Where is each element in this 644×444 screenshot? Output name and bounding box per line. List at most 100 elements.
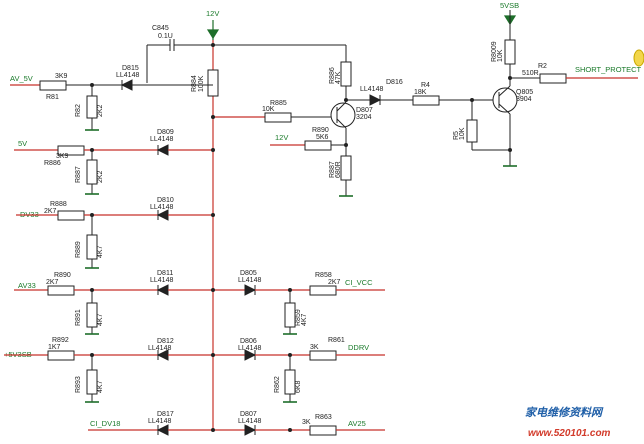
r861-val: 3K <box>310 344 319 351</box>
r887b-val: 680R <box>335 161 342 178</box>
d806-ref: D806 <box>240 338 257 345</box>
r858-resistor <box>309 285 337 296</box>
r888-val: 2K7 <box>44 208 57 215</box>
junction-emitter <box>344 143 348 147</box>
ddrv-label: DDRV <box>348 343 369 352</box>
q805-emitter <box>498 103 511 115</box>
r889-resistor <box>86 234 98 260</box>
ci-vcc-label: CI_VCC <box>345 278 373 287</box>
d809-diode <box>156 144 169 156</box>
d812-ref: D812 <box>157 338 174 345</box>
r888-ref: R888 <box>50 201 67 208</box>
r886b-val: 3K9 <box>56 153 69 160</box>
av33-label: AV33 <box>18 281 36 290</box>
d816-diode <box>369 94 382 106</box>
d807b-val: LL4148 <box>238 418 261 425</box>
r890-resistor <box>304 140 332 151</box>
r886b-ref: R886 <box>44 160 61 167</box>
d807-val: 3204 <box>356 114 372 121</box>
av5v-label: AV_5V <box>10 74 33 83</box>
d807-transistor <box>330 102 356 128</box>
r886-resistor <box>340 61 352 87</box>
r886-ref: R886 <box>329 67 336 84</box>
r884-ref: R884 <box>191 75 198 92</box>
d811-val: LL4148 <box>150 277 173 284</box>
d810-val: LL4148 <box>150 204 173 211</box>
watermark-cn: 家电维修资料网 <box>525 406 604 419</box>
r861-ref: R861 <box>328 337 345 344</box>
q805-collector <box>498 85 511 97</box>
r8009-ref: R8009 <box>491 41 498 62</box>
d817-ref: D817 <box>157 411 174 418</box>
r858-ref: R858 <box>315 272 332 279</box>
d805-ref: D805 <box>240 270 257 277</box>
c845-ref: C845 <box>152 25 169 32</box>
junction-q805-emitter <box>508 148 512 152</box>
d806-diode <box>244 349 257 361</box>
r889-val: 4K7 <box>97 245 104 258</box>
d811-ref: D811 <box>157 270 173 277</box>
junction-r863 <box>288 428 292 432</box>
r884-val: 100K <box>198 75 205 92</box>
r4-ref: R4 <box>421 82 430 89</box>
junction-d812 <box>211 353 215 357</box>
av25-label: AV25 <box>348 419 366 428</box>
short-protect-label: SHORT_PROTECT <box>575 65 642 74</box>
r884-resistor <box>207 69 219 97</box>
d809-ref: D809 <box>157 129 174 136</box>
r5-val: 10K <box>459 127 466 140</box>
r81-ref: R81 <box>46 94 59 101</box>
junction-r2 <box>508 76 512 80</box>
d815-ref: D815 <box>122 65 139 72</box>
d807b-diode <box>244 424 257 436</box>
r889-ref: R889 <box>75 241 82 258</box>
r891-resistor <box>86 302 98 328</box>
watermark-url: www.520101.com <box>528 428 611 439</box>
r890-ref: R890 <box>312 127 329 134</box>
q805-ref: Q805 <box>516 89 533 96</box>
r2-ref: R2 <box>538 63 547 70</box>
d807-emitter <box>336 118 347 129</box>
r859-val: 4K7 <box>301 313 308 326</box>
r891-val: 4K7 <box>97 313 104 326</box>
r5-resistor <box>466 119 478 143</box>
d811-diode <box>156 284 169 296</box>
junction-d811 <box>211 288 215 292</box>
r887-val: 2K2 <box>97 170 104 183</box>
base-12v-label: 12V <box>275 133 288 142</box>
d805-diode <box>244 284 257 296</box>
d817-diode <box>156 424 169 436</box>
d807-collector <box>336 101 347 112</box>
d805-val: LL4148 <box>238 277 261 284</box>
d810-ref: D810 <box>157 197 174 204</box>
r863-val: 3K <box>302 419 311 426</box>
d807b-ref: D807 <box>240 411 257 418</box>
r862-ref: R862 <box>274 376 281 393</box>
junction-d809 <box>211 148 215 152</box>
d809-val: LL4148 <box>150 136 173 143</box>
r8009-val: 10K <box>497 49 504 62</box>
r5-ref: R5 <box>453 131 460 140</box>
r8009-resistor <box>504 39 516 65</box>
r890-val: 5K6 <box>316 134 329 141</box>
net-flag-marker <box>633 49 644 67</box>
r82-val: 2K2 <box>97 104 104 117</box>
ci-dv18-label: CI_DV18 <box>90 419 120 428</box>
r886-val: 47K <box>335 71 342 84</box>
r4-val: 18K <box>414 89 427 96</box>
d817-val: LL4148 <box>148 418 171 425</box>
junction-d817 <box>211 428 215 432</box>
r887-resistor <box>86 159 98 185</box>
q805-val: 3904 <box>516 96 532 103</box>
d816-val: LL4148 <box>360 86 383 93</box>
r885-val: 10K <box>262 106 275 113</box>
d815-val: LL4148 <box>116 72 139 79</box>
c845-val: 0.1U <box>158 33 173 40</box>
r861-resistor <box>309 350 337 361</box>
r885-resistor <box>264 112 292 123</box>
junction-r885 <box>211 115 215 119</box>
r890b-resistor <box>47 285 75 296</box>
d810-diode <box>156 209 169 221</box>
junction-d810 <box>211 213 215 217</box>
